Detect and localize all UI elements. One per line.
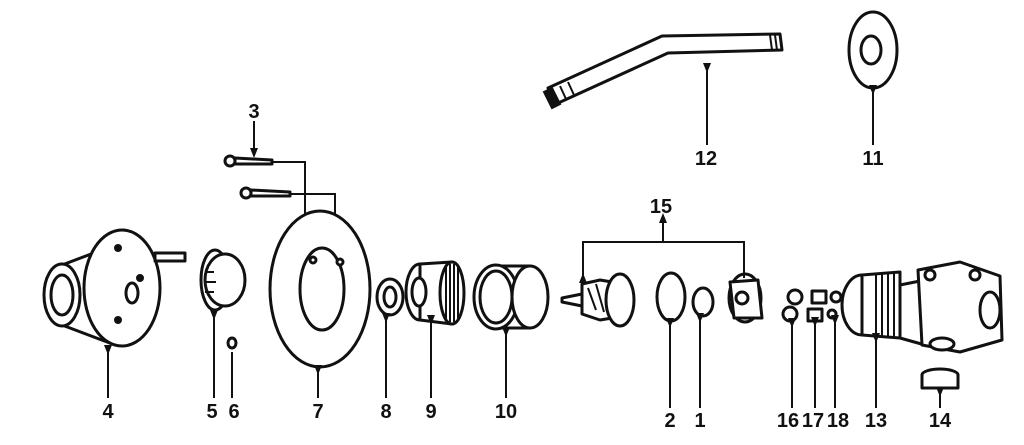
callout-10: 10 xyxy=(495,401,517,423)
bonnet-part-9 xyxy=(404,260,466,326)
valve-body-part-13 xyxy=(840,260,1004,354)
valve-housing-part-4 xyxy=(42,228,187,348)
callout-11: 11 xyxy=(862,148,883,170)
callout-1: 1 xyxy=(694,410,705,432)
small-screw-part-6 xyxy=(226,336,238,350)
callout-9: 9 xyxy=(425,401,436,423)
plug-part-14 xyxy=(920,367,960,390)
callout-3: 3 xyxy=(248,101,259,123)
o-ring-small-part-1 xyxy=(691,286,715,318)
callout-8: 8 xyxy=(380,401,391,423)
flange-part-11 xyxy=(847,10,899,90)
callout-5: 5 xyxy=(206,401,217,423)
sleeve-part-10 xyxy=(472,263,550,331)
screw-lower xyxy=(239,186,292,200)
seat-part-18 xyxy=(826,290,843,320)
o-ring-large-part-2 xyxy=(655,271,687,323)
callout-15: 15 xyxy=(650,196,672,218)
seat-part-16 xyxy=(781,288,804,323)
callout-13: 13 xyxy=(865,410,887,432)
callout-17: 17 xyxy=(802,410,824,432)
spring-part-17 xyxy=(806,289,828,323)
callout-labels: 12 11 3 15 4 5 6 7 8 9 10 2 1 16 17 18 1… xyxy=(102,101,952,432)
shower-arm-part-12 xyxy=(542,32,784,110)
escutcheon-part-7 xyxy=(268,209,372,369)
callout-16: 16 xyxy=(777,410,799,432)
bracket-part-15 xyxy=(583,218,745,278)
screw-upper xyxy=(223,154,274,168)
handle-insert-part-5 xyxy=(199,248,247,312)
washer-part-8 xyxy=(375,277,405,317)
callout-4: 4 xyxy=(102,401,114,423)
callout-14: 14 xyxy=(929,410,952,432)
callout-18: 18 xyxy=(827,410,849,432)
callout-6: 6 xyxy=(228,401,239,423)
cartridge-cap-part-15 xyxy=(727,272,764,324)
callout-2: 2 xyxy=(664,410,675,432)
leader-lines xyxy=(104,63,944,408)
callout-12: 12 xyxy=(695,148,717,170)
callout-7: 7 xyxy=(312,401,323,423)
cartridge-part-15 xyxy=(560,272,636,328)
